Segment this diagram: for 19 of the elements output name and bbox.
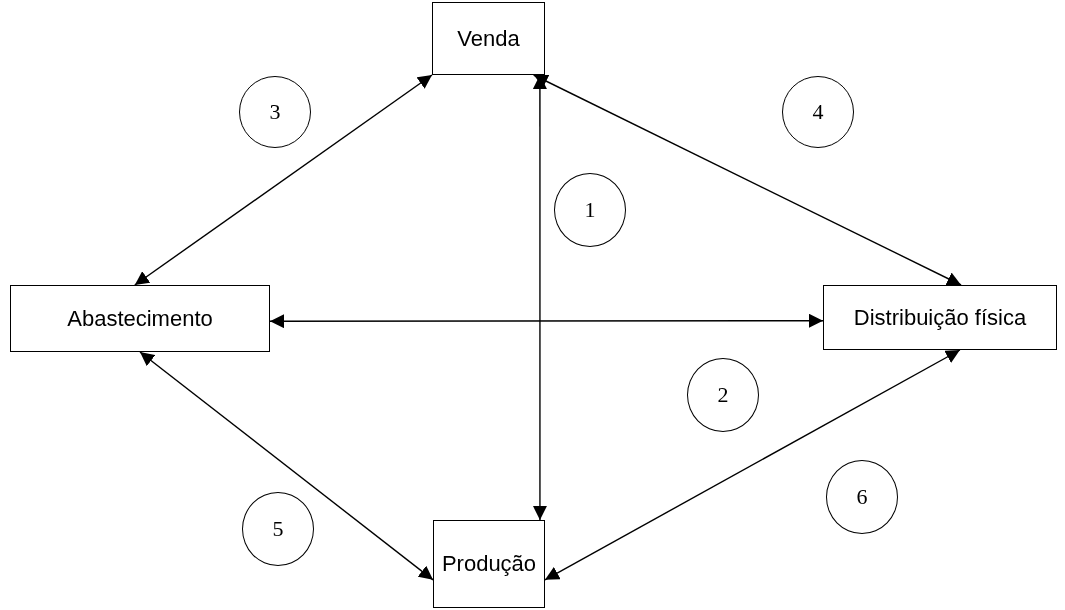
- double-arrow: [139, 351, 434, 581]
- double-arrow: [544, 349, 961, 581]
- callout-number: 2: [717, 382, 729, 408]
- box-label: Produção: [441, 551, 537, 577]
- box-label: Venda: [457, 25, 520, 52]
- process-box: [823, 285, 1057, 350]
- double-arrow: [134, 74, 433, 286]
- process-box: [433, 520, 545, 608]
- box-label: Abastecimento: [67, 305, 213, 332]
- callout-number: 5: [272, 516, 284, 542]
- double-arrow: [269, 313, 824, 329]
- box-label: Distribuição física: [853, 304, 1027, 331]
- callout-number: 6: [856, 484, 868, 510]
- callout-number: 3: [269, 99, 281, 125]
- double-arrow: [533, 74, 962, 286]
- process-box: [10, 285, 270, 352]
- callout-number: 1: [584, 197, 596, 223]
- process-box: [432, 2, 545, 75]
- callout-number: 4: [812, 99, 824, 125]
